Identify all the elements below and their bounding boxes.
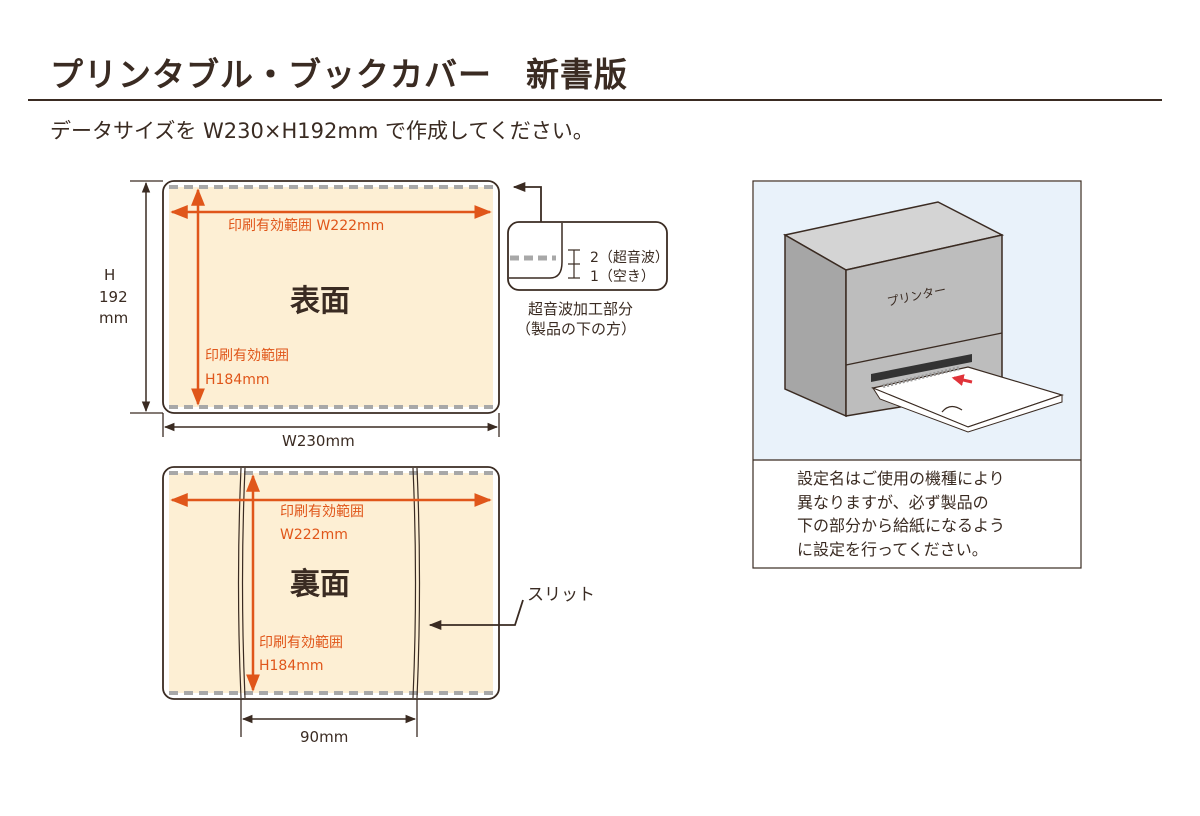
back-print-width-label-1: 印刷有効範囲: [280, 503, 364, 520]
back-print-height-label-1: 印刷有効範囲: [259, 634, 343, 651]
ultrasonic-detail: 2（超音波） 1（空き） 超音波加工部分 （製品の下の方）: [507, 181, 669, 338]
page-title: プリンタブル・ブックカバー 新書版: [50, 55, 628, 94]
front-height-label-1: H: [104, 266, 115, 284]
front-height-label-2: 192: [99, 288, 128, 306]
printer-note-line-1: 設定名はご使用の機種により: [797, 469, 1005, 488]
back-side-diagram: 印刷有効範囲 W222mm 裏面 印刷有効範囲 H184mm スリット 90mm: [162, 466, 595, 746]
page-subtitle: データサイズを W230×H192mm で作成してください。: [50, 119, 594, 143]
slit-callout-arrow: [428, 599, 524, 631]
printer-note-line-3: 下の部分から給紙になるよう: [797, 516, 1006, 535]
printer-note-line-2: 異なりますが、必ず製品の: [797, 492, 989, 512]
back-print-height-label-2: H184mm: [259, 658, 324, 674]
back-face-label: 裏面: [290, 567, 350, 602]
front-side-diagram: 印刷有効範囲 W222mm 表面 印刷有効範囲 H184mm H 192 mm …: [99, 180, 500, 450]
printer-slot: [871, 354, 972, 382]
front-print-height-label-1: 印刷有効範囲: [205, 347, 289, 364]
feed-direction-arrow: [951, 374, 973, 386]
detail-caption-2: （製品の下の方）: [516, 320, 636, 338]
title-divider: [28, 99, 1162, 101]
back-print-width-label-2: W222mm: [280, 527, 348, 543]
detail-caption-1: 超音波加工部分: [528, 300, 633, 318]
front-print-height-label-2: H184mm: [205, 372, 270, 388]
printer-note-line-4: に設定を行ってください。: [797, 539, 988, 559]
flap-width-label: 90mm: [300, 728, 348, 746]
detail-pointer-arrow: [512, 181, 542, 222]
front-height-label-3: mm: [99, 309, 128, 327]
slit-label: スリット: [527, 585, 595, 605]
detail-frame: [507, 221, 668, 291]
printer-panel: プリンター: [752, 180, 1082, 569]
printer-illustration: [782, 201, 1064, 433]
front-print-area: [169, 187, 493, 407]
front-width-label: W230mm: [282, 432, 355, 450]
front-face-label: 表面: [290, 284, 350, 319]
detail-label-1: 2（超音波）: [590, 249, 669, 266]
detail-corner-edge: [509, 223, 563, 279]
detail-label-2: 1（空き）: [590, 269, 655, 285]
front-print-width-label: 印刷有効範囲 W222mm: [228, 217, 384, 234]
back-print-area: [169, 473, 493, 693]
printer-note: 設定名はご使用の機種により 異なりますが、必ず製品の 下の部分から給紙になるよう…: [797, 467, 1047, 561]
